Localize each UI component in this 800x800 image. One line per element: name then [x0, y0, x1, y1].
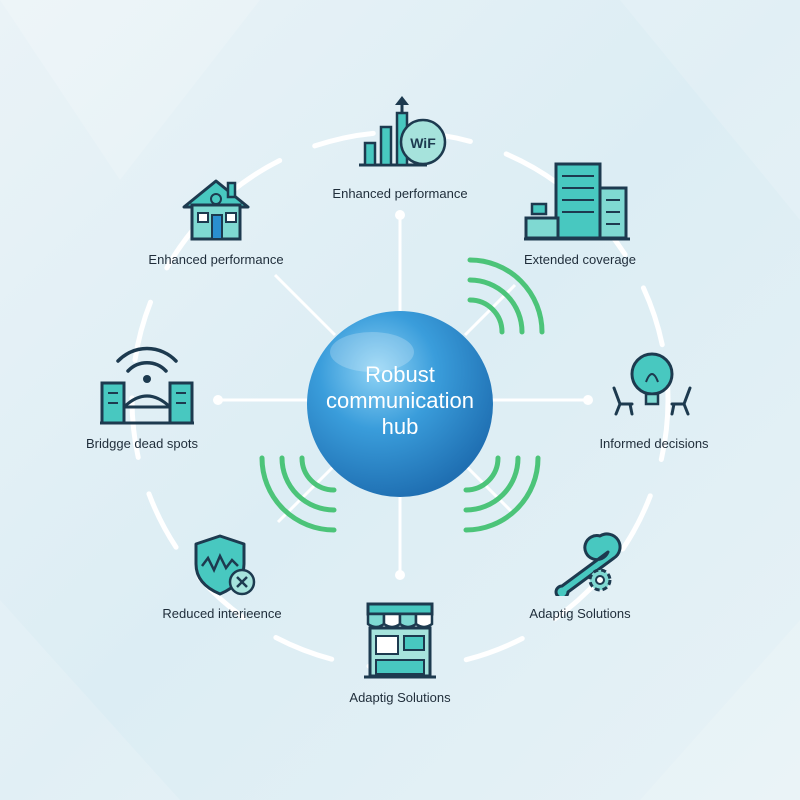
node-label-top-right: Extended coverage [523, 252, 637, 267]
lightbulb-meeting-icon [612, 352, 692, 416]
wifi-bar-chart-icon: WiF [359, 96, 447, 167]
node-label-bottom-left: Reduced interieence [162, 606, 282, 621]
node-label-bottom-right: Adaptig Solutions [529, 606, 631, 621]
storefront-icon [364, 602, 436, 679]
hub-label: Robust communication hub [300, 362, 500, 440]
shield-interference-icon [194, 534, 256, 596]
wrench-gear-icon [554, 532, 622, 596]
wifi-badge-text: WiF [410, 135, 436, 151]
node-label-top: Enhanced performance [332, 186, 468, 201]
hub-line-3: hub [381, 414, 419, 439]
spoke-dots [213, 210, 593, 580]
node-label-left: Bridgge dead spots [85, 436, 199, 451]
node-label-bottom: Adaptig Solutions [349, 690, 451, 705]
hub-line-1: Robust [365, 362, 435, 387]
node-label-right: Informed decisions [599, 436, 709, 451]
hub-line-2: communication [326, 388, 474, 413]
house-icon [182, 179, 250, 241]
signal-arcs [259, 257, 545, 533]
node-label-top-left: Enhanced performance [148, 252, 284, 267]
bridge-wifi-icon [100, 346, 194, 425]
office-building-icon [524, 162, 630, 241]
hub-sphere [307, 311, 493, 497]
